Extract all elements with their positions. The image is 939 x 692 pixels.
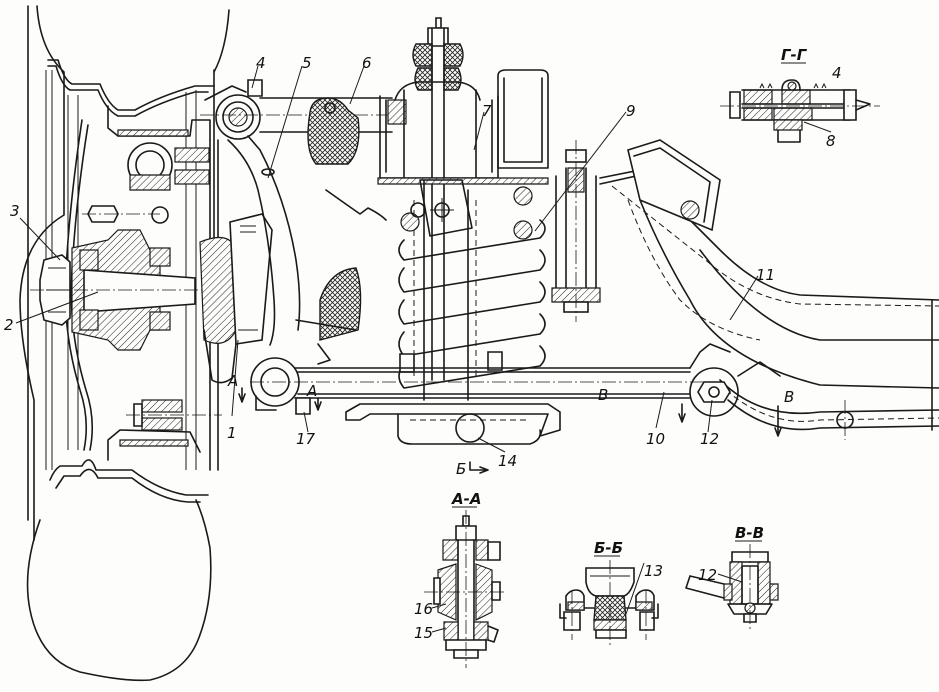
coil-spring: [398, 219, 546, 389]
bump-stop-housing: [497, 69, 601, 322]
callout-15: 15: [414, 624, 433, 642]
callout-10: 10: [646, 430, 665, 448]
marker-a-left: А: [227, 372, 238, 390]
callout-6: 6: [362, 54, 372, 72]
frame-member: [599, 139, 939, 440]
marker-b: Б: [456, 460, 466, 478]
marker-v-right: В: [784, 388, 794, 406]
upper-arm: [200, 79, 407, 346]
hub-assembly: [30, 105, 273, 471]
lower-arm: [250, 343, 781, 445]
callout-13: 13: [644, 562, 663, 580]
section-bb-detail: [559, 560, 659, 646]
callout-17: 17: [296, 430, 316, 448]
callout-14: 14: [498, 452, 517, 470]
section-title-bb: Б-Б: [594, 539, 623, 557]
callout-16: 16: [414, 600, 433, 618]
callout-8: 8: [826, 132, 836, 150]
callout-vv-12: 12: [698, 566, 717, 584]
callout-5: 5: [302, 54, 312, 72]
shock-absorber: [377, 17, 549, 401]
callout-labels: 1 2 3 4 5 6 7 8 9 10 11 12 13 14 15 16 1…: [4, 54, 842, 642]
marker-v-left: В: [598, 386, 608, 404]
leader-lines: [15, 65, 832, 633]
callout-9: 9: [626, 102, 636, 120]
callout-2: 2: [4, 316, 14, 334]
section-title-aa: А-А: [451, 490, 481, 508]
rebound-stop: [295, 189, 387, 365]
callout-3: 3: [10, 202, 20, 220]
section-markers: [238, 387, 782, 474]
callout-11: 11: [756, 266, 775, 284]
section-gg-detail: [720, 79, 880, 143]
section-aa-detail: [424, 510, 506, 668]
section-labels: А-А Б-Б В-В Г-Г А А Б В В: [227, 46, 808, 557]
section-title-vv: В-В: [735, 524, 764, 542]
marker-a-right: А: [306, 382, 317, 400]
callout-12: 12: [700, 430, 719, 448]
section-vv-detail: [685, 544, 779, 630]
callout-4: 4: [256, 54, 266, 72]
section-title-gg: Г-Г: [781, 46, 808, 64]
callout-gg-4: 4: [832, 64, 842, 82]
callout-1: 1: [227, 424, 237, 442]
callout-7: 7: [482, 102, 492, 120]
